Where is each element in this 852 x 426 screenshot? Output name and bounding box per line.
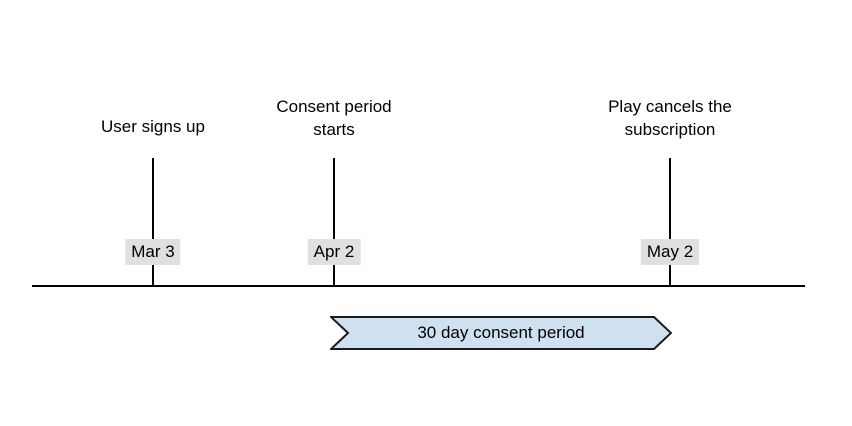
event-label-play-cancels-subscription: Play cancels the subscription bbox=[608, 97, 732, 139]
event-date-consent-period-starts: Apr 2 bbox=[307, 239, 361, 265]
timeline-axis bbox=[32, 285, 805, 287]
chevron-banner-shape bbox=[330, 316, 672, 350]
consent-period-banner: 30 day consent period bbox=[330, 316, 672, 350]
event-stem-play-cancels-subscription bbox=[669, 158, 671, 286]
consent-period-banner-label: 30 day consent period bbox=[417, 323, 585, 342]
event-stem-consent-period-starts bbox=[333, 158, 335, 286]
event-label-consent-period-starts: Consent period starts bbox=[276, 97, 392, 139]
event-stem-user-signs-up bbox=[152, 158, 154, 286]
event-date-play-cancels-subscription: May 2 bbox=[640, 239, 700, 265]
event-date-user-signs-up: Mar 3 bbox=[125, 239, 181, 265]
event-label-user-signs-up: User signs up bbox=[101, 117, 205, 136]
